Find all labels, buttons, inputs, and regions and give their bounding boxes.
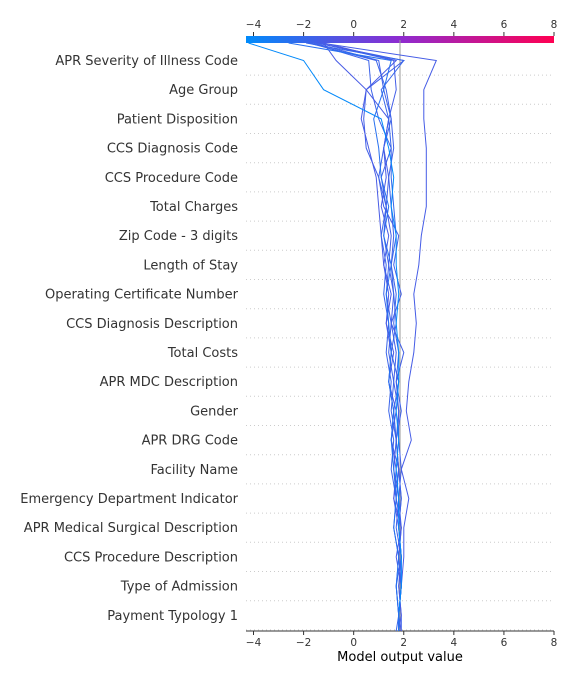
feature-label: CCS Diagnosis Description bbox=[66, 317, 238, 332]
x-tick-label-bottom: −2 bbox=[296, 637, 311, 649]
x-tick-label-top: −2 bbox=[296, 19, 311, 31]
x-tick-label-top: 0 bbox=[350, 19, 357, 31]
feature-label: Length of Stay bbox=[143, 258, 238, 273]
x-tick-label-bottom: 6 bbox=[501, 637, 508, 649]
colorbar bbox=[246, 36, 554, 43]
x-tick-label-top: −4 bbox=[246, 19, 262, 31]
x-tick-label-top: 2 bbox=[400, 19, 407, 31]
x-tick-label-bottom: 8 bbox=[551, 637, 558, 649]
feature-label: CCS Diagnosis Code bbox=[107, 142, 238, 157]
feature-label: CCS Procedure Code bbox=[105, 171, 238, 186]
feature-label: APR Medical Surgical Description bbox=[24, 521, 238, 536]
feature-label: Type of Admission bbox=[120, 580, 238, 595]
feature-label: Operating Certificate Number bbox=[45, 288, 239, 303]
feature-label: Zip Code - 3 digits bbox=[119, 229, 238, 244]
x-tick-label-top: 4 bbox=[450, 19, 457, 31]
feature-label: APR MDC Description bbox=[100, 375, 238, 390]
decision-line bbox=[321, 42, 438, 631]
x-tick-label-top: 6 bbox=[501, 19, 508, 31]
x-tick-label-bottom: 2 bbox=[400, 637, 407, 649]
feature-label: Total Costs bbox=[167, 346, 238, 361]
x-tick-label-bottom: 0 bbox=[350, 637, 357, 649]
feature-label: Facility Name bbox=[150, 463, 238, 478]
feature-label: Patient Disposition bbox=[117, 112, 238, 127]
feature-label: APR Severity of Illness Code bbox=[55, 54, 238, 69]
feature-label: Total Charges bbox=[149, 200, 238, 215]
feature-label: Gender bbox=[190, 404, 239, 419]
feature-label: Age Group bbox=[169, 83, 238, 98]
feature-label: CCS Procedure Description bbox=[64, 550, 238, 565]
x-axis-label: Model output value bbox=[337, 650, 463, 665]
feature-label: Payment Typology 1 bbox=[107, 609, 238, 624]
feature-label: Emergency Department Indicator bbox=[20, 492, 238, 507]
decision-line bbox=[288, 42, 400, 631]
x-tick-label-bottom: −4 bbox=[246, 637, 262, 649]
decision-line bbox=[248, 42, 402, 631]
x-tick-label-top: 8 bbox=[551, 19, 558, 31]
x-tick-label-bottom: 4 bbox=[450, 637, 457, 649]
feature-label: APR DRG Code bbox=[142, 434, 238, 449]
